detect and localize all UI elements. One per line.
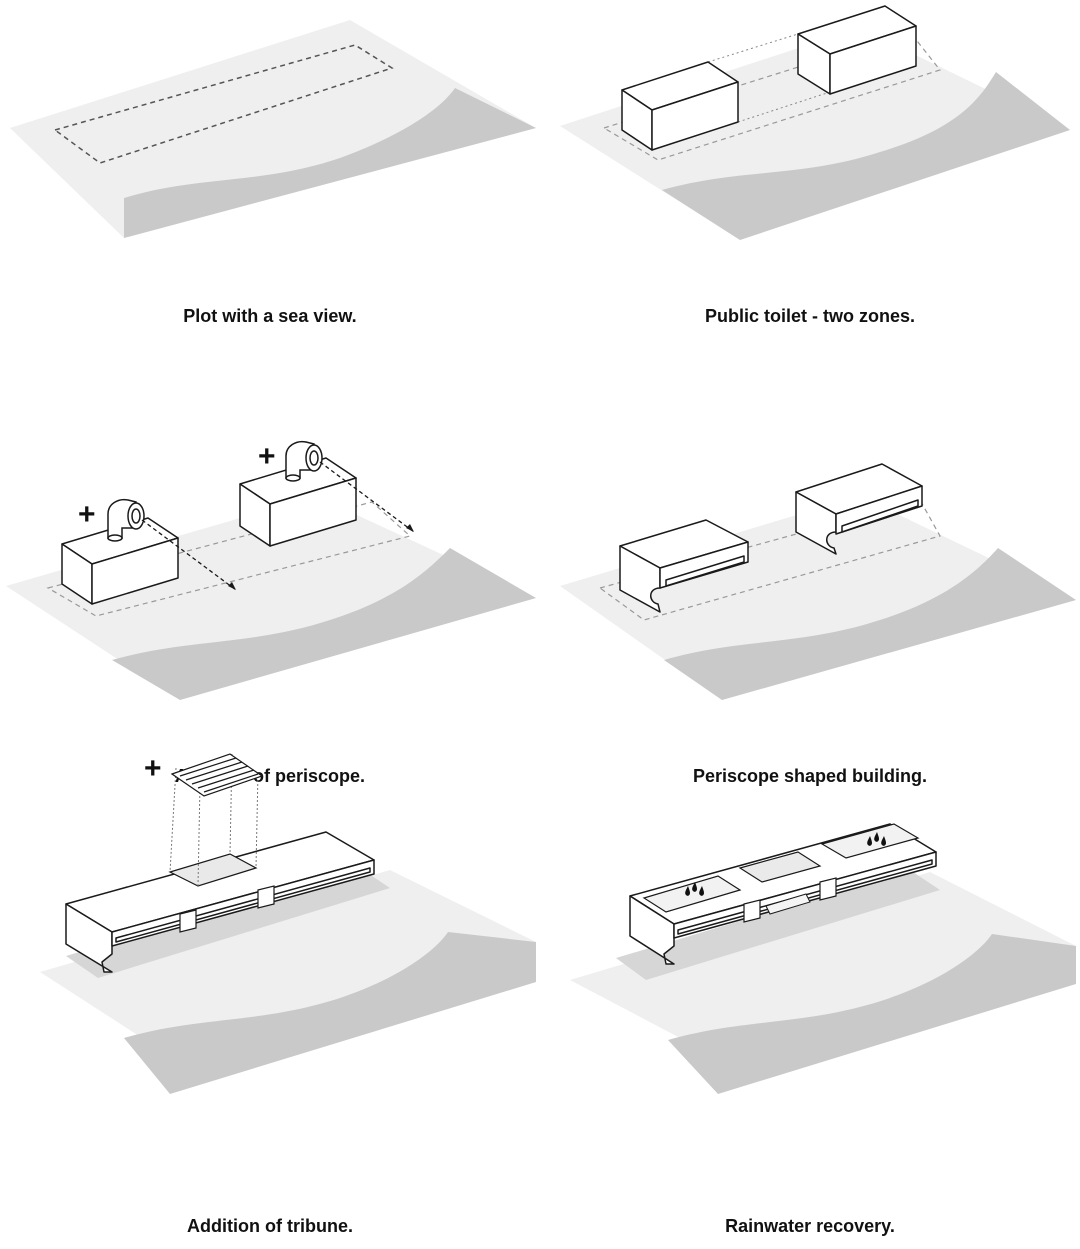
left-box: [61, 517, 179, 605]
projection-line: [169, 767, 177, 873]
ground-plane: [570, 872, 1076, 1058]
tribune-steps: [765, 893, 811, 915]
arrow-head: [228, 582, 236, 590]
left-zone-box: [621, 61, 739, 151]
projection-line: [197, 783, 201, 887]
view-direction-arrow: [319, 461, 415, 533]
periscope-icon: [285, 440, 323, 482]
right-periscope-building: [795, 463, 923, 555]
panel-periscope-building: Periscope shaped building.: [540, 416, 1080, 832]
ground-plane: [560, 496, 1076, 700]
sea-area: [124, 88, 536, 238]
left-periscope-building: [619, 519, 749, 613]
building-legs: [179, 885, 275, 933]
panel-addition-periscope: + + Addition of periscope.: [0, 416, 540, 832]
plus-sign: +: [258, 440, 276, 473]
sea-area: [668, 934, 1076, 1094]
ground-plane: [40, 870, 536, 1056]
plot-boundary: [53, 44, 394, 164]
periscope-icon: [107, 498, 145, 542]
periscope-building-diagram: [560, 463, 1076, 700]
sea-area: [124, 932, 536, 1094]
building-legs: [743, 877, 837, 923]
panel-addition-tribune: + Addition of tribune.: [0, 752, 540, 1248]
panel-rainwater-recovery: Rainwater recovery.: [540, 823, 1080, 1248]
periscope-addition-diagram: + +: [6, 440, 536, 700]
panel-plot-sea-view: Plot with a sea view.: [0, 0, 540, 416]
ground-plane: [10, 20, 536, 238]
right-box: [239, 457, 357, 547]
right-zone-box: [797, 5, 917, 95]
plus-sign: +: [144, 752, 162, 785]
caption: Addition of tribune.: [187, 1216, 353, 1236]
plot-boundary: [598, 499, 941, 621]
caption: Public toilet - two zones.: [704, 306, 915, 326]
roof-basin: [642, 875, 742, 913]
panel-public-toilet: Public toilet - two zones.: [540, 0, 1080, 416]
building-shadow: [616, 870, 940, 980]
tribune-icon: [170, 753, 264, 797]
rainwater-diagram: [570, 823, 1076, 1094]
ground-plane: [6, 496, 536, 700]
toilet-diagram: [560, 5, 1070, 240]
long-building: [65, 831, 375, 973]
projection-line: [255, 771, 259, 869]
plot-boundary: [602, 31, 942, 161]
sea-area: [664, 548, 1076, 700]
plot-diagram: [10, 20, 536, 238]
tribune-diagram: +: [40, 752, 536, 1094]
view-direction-arrow: [141, 519, 237, 591]
sea-area: [662, 72, 1070, 240]
caption: Plot with a sea view.: [183, 306, 357, 326]
connector-line: [707, 33, 799, 63]
raindrops-icon: [867, 832, 886, 846]
tribune-void: [738, 851, 822, 883]
caption: Periscope shaped building.: [692, 766, 928, 786]
connector-line: [737, 91, 831, 123]
raindrops-icon: [685, 882, 704, 896]
plus-sign: +: [78, 498, 96, 531]
caption: Addition of periscope.: [174, 766, 365, 786]
arrow-head: [406, 524, 414, 532]
building-shadow: [66, 868, 390, 978]
sea-area: [112, 548, 536, 700]
caption: Rainwater recovery.: [725, 1216, 895, 1236]
